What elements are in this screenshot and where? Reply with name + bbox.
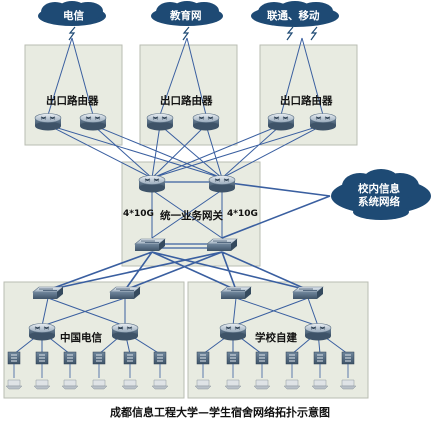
cloud-label-campus-info: 校内信息 系统网络 [358, 183, 400, 208]
egress-router-label-3: 出口路由器 [280, 95, 333, 107]
access-switch-icon [226, 351, 240, 365]
access-switch-icon [196, 351, 210, 365]
cloud-label-education: 教育网 [170, 10, 202, 22]
link-speed-right: 4*10G [227, 209, 258, 219]
cloud-education [151, 1, 223, 26]
access-switch-icon [153, 351, 167, 365]
laptop-icon [121, 379, 139, 390]
cloud-label-telecom: 电信 [63, 10, 84, 22]
egress-router-icon [79, 113, 107, 131]
lightning-icon [68, 26, 318, 41]
laptop-icon [224, 379, 242, 390]
egress-router-icon [34, 113, 62, 131]
cloud-unicom-mobile [251, 1, 339, 27]
egress-router-icon [267, 113, 295, 131]
access-switch-icon [35, 351, 49, 365]
gateway-router-icon [138, 175, 166, 193]
cloud-campus-info [331, 169, 431, 220]
access-switch-icon [123, 351, 137, 365]
egress-router-icon [146, 113, 174, 131]
telecom-box [3, 281, 185, 399]
laptop-icon [90, 379, 108, 390]
diagram-caption: 成都信息工程大学—学生宿舍网络拓扑示意图 [110, 406, 330, 419]
school-box [187, 281, 369, 399]
core-switch-icon [206, 238, 238, 252]
china-telecom-label: 中国电信 [60, 332, 102, 344]
access-switch-icon [313, 351, 327, 365]
core-switch-icon [134, 238, 166, 252]
distribution-switch-icon [292, 286, 324, 300]
access-switch-icon [63, 351, 77, 365]
egress-router-label-2: 出口路由器 [160, 95, 213, 107]
aggregation-router-icon [304, 323, 332, 341]
access-switch-icon [7, 351, 21, 365]
distribution-switch-icon [32, 286, 64, 300]
laptop-icon [33, 379, 51, 390]
aggregation-router-icon [111, 323, 139, 341]
laptop-icon [61, 379, 79, 390]
laptop-icon [339, 379, 357, 390]
laptop-icon [151, 379, 169, 390]
distribution-switch-icon [220, 286, 252, 300]
link-speed-left: 4*10G [123, 209, 154, 219]
aggregation-router-icon [28, 323, 56, 341]
distribution-switch-icon [109, 286, 141, 300]
access-switch-icon [285, 351, 299, 365]
cloud-telecom [38, 1, 106, 26]
cloud-label-unicom-mobile: 联通、移动 [267, 10, 320, 22]
egress-router-label-1: 出口路由器 [46, 95, 99, 107]
laptop-icon [5, 379, 23, 390]
aggregation-router-icon [219, 323, 247, 341]
laptop-icon [253, 379, 271, 390]
access-switch-icon [92, 351, 106, 365]
laptop-icon [194, 379, 212, 390]
access-switch-icon [341, 351, 355, 365]
laptop-icon [283, 379, 301, 390]
laptop-icon [311, 379, 329, 390]
gateway-router-icon [208, 175, 236, 193]
access-switch-icon [255, 351, 269, 365]
gateway-label: 统一业务网关 [160, 210, 223, 222]
egress-router-icon [192, 113, 220, 131]
school-built-label: 学校自建 [255, 332, 297, 344]
egress-router-icon [309, 113, 337, 131]
